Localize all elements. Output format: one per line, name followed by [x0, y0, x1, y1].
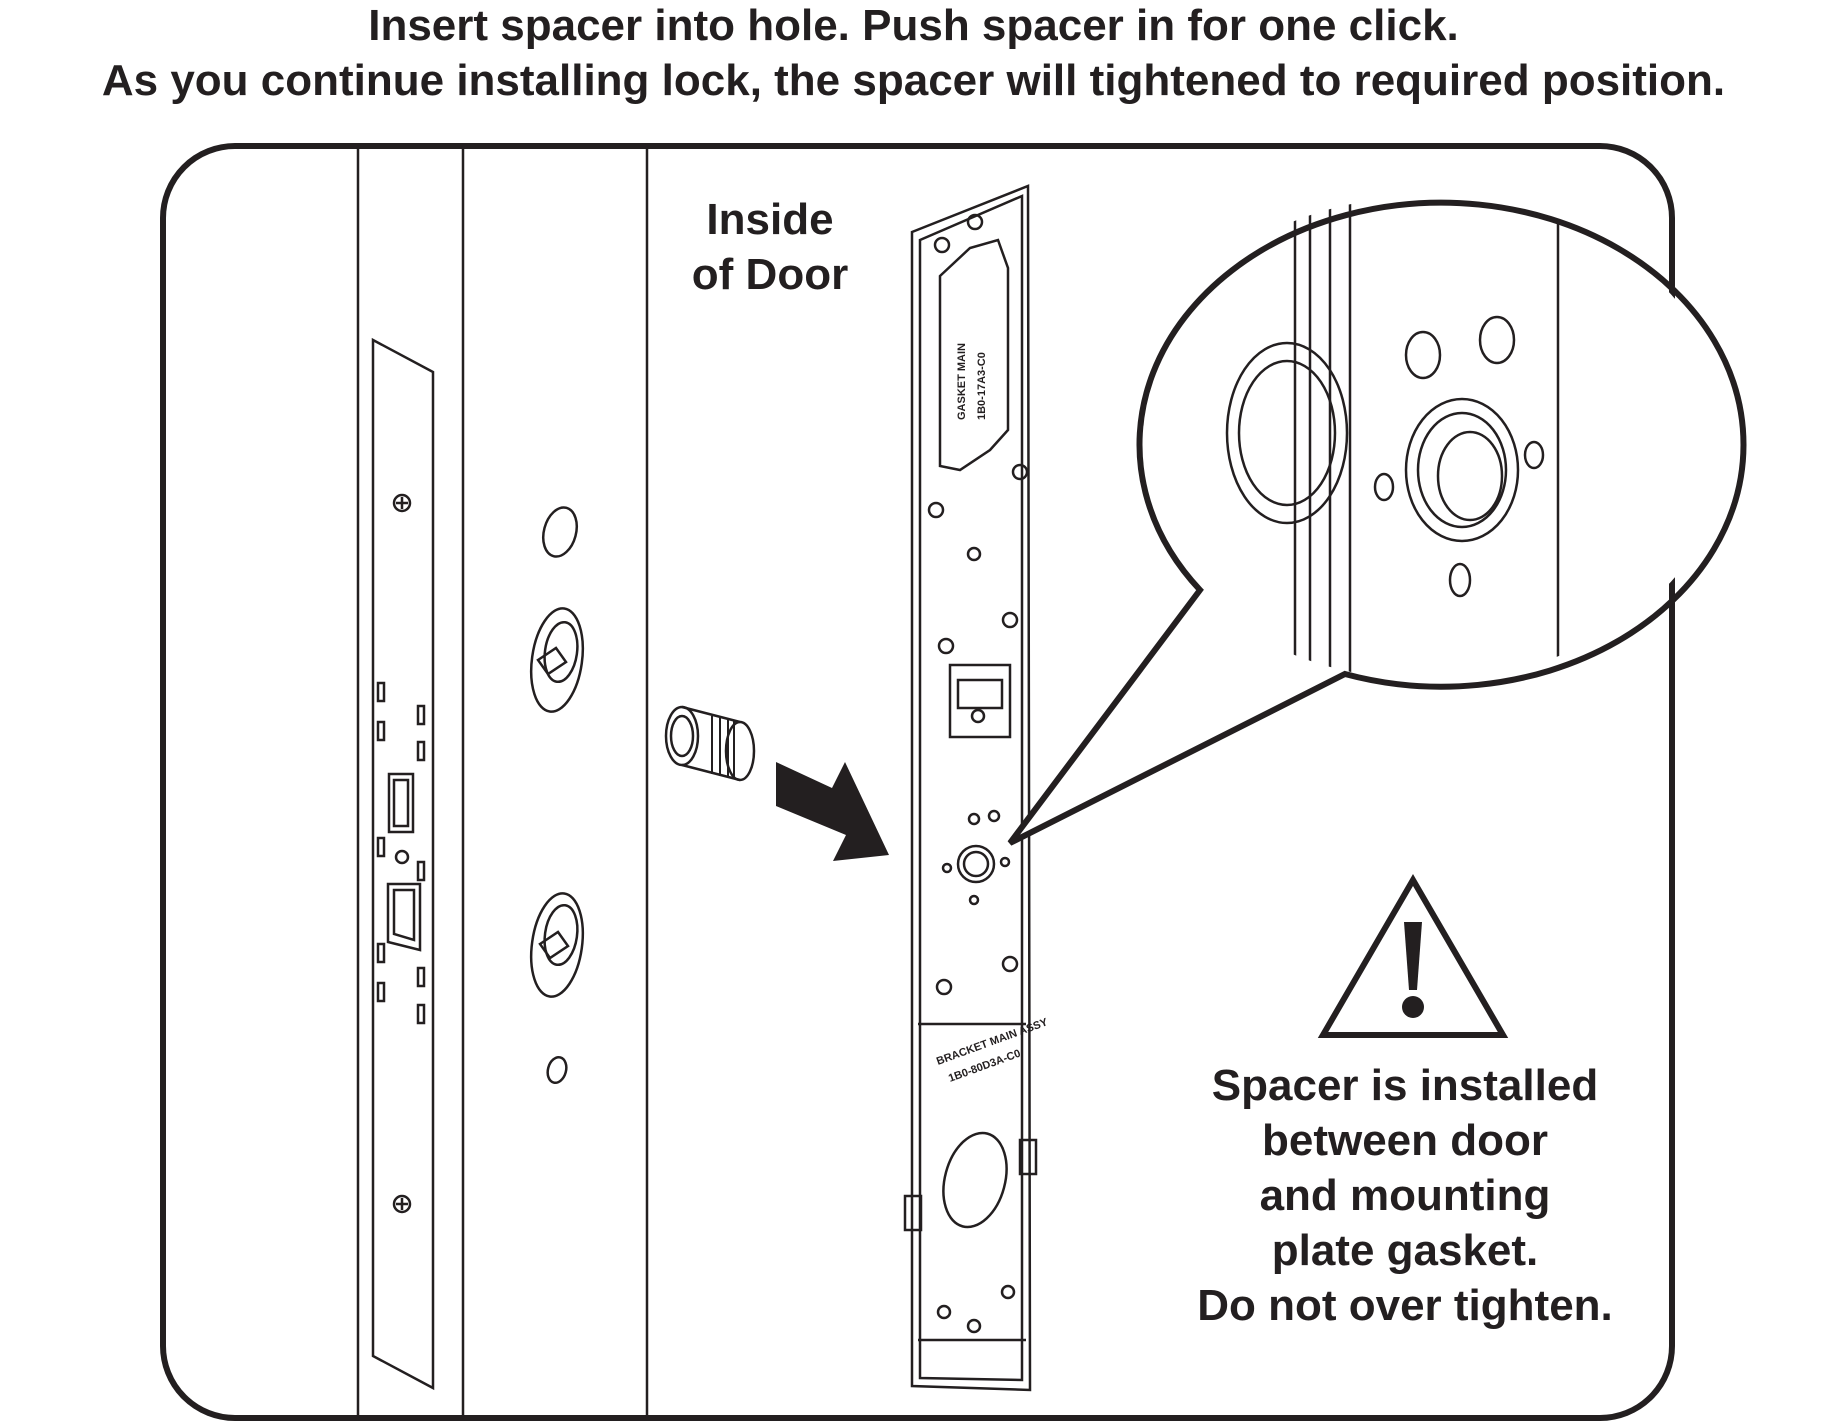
- gasket-part-label: GASKET MAIN: [956, 343, 968, 420]
- warning-note-line-1: Spacer is installed: [1211, 1061, 1599, 1110]
- door-face-plate: [371, 337, 435, 1391]
- warning-note-line-3: and mounting: [1259, 1171, 1551, 1220]
- warning-triangle-icon: [1317, 874, 1509, 1038]
- mounting-plate: GASKET MAIN 1B0-17A3-C0 BRA: [903, 184, 1050, 1392]
- warning-note: Spacer is installed between door and mou…: [1150, 1058, 1660, 1333]
- illustration-frame: [160, 143, 1675, 1421]
- insert-direction-arrow-icon: [776, 762, 889, 861]
- warning-note-line-5: Do not over tighten.: [1197, 1281, 1613, 1330]
- door-holes: [529, 506, 585, 1085]
- instruction-line-1: Insert spacer into hole. Push spacer in …: [368, 1, 1459, 50]
- face-plate-screw-top-icon: [392, 493, 412, 513]
- warning-note-line-2: between door: [1261, 1116, 1549, 1165]
- door-edge: [356, 146, 649, 1418]
- face-plate-screw-bottom-icon: [392, 1194, 412, 1214]
- inside-of-door-label: Inside of Door: [660, 192, 880, 302]
- gasket-part-number: 1B0-17A3-C0: [976, 352, 988, 420]
- instruction-line-2: As you continue installing lock, the spa…: [101, 56, 1726, 105]
- inside-label-line-1: Inside: [706, 195, 834, 244]
- inside-label-line-2: of Door: [691, 250, 849, 299]
- spacer-part: [664, 705, 756, 782]
- warning-note-line-4: plate gasket.: [1271, 1226, 1539, 1275]
- zoom-callout-bubble: [1007, 196, 1747, 846]
